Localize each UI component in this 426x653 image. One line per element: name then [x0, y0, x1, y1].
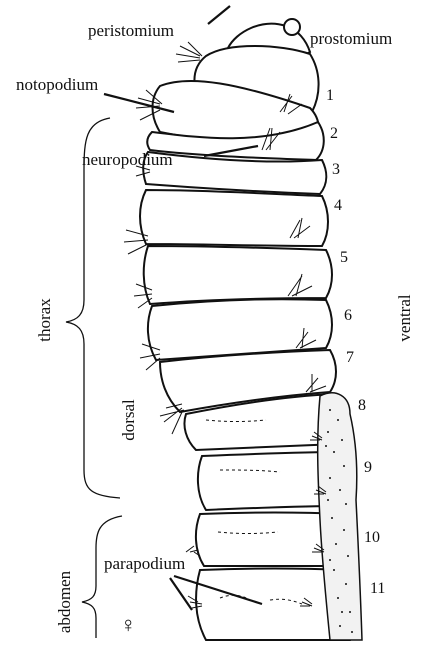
- peristomium-leader: [208, 6, 230, 24]
- abdomen-brace: [82, 516, 122, 638]
- thorax-brace: [66, 118, 120, 498]
- segment-number-11: 11: [370, 580, 385, 597]
- parapodium-label: parapodium: [104, 554, 185, 573]
- dorsal-label: dorsal: [119, 399, 138, 441]
- segment-number-10: 10: [364, 529, 380, 546]
- segment-number-3: 3: [332, 161, 340, 178]
- female-symbol: ♀: [120, 612, 137, 637]
- abdomen-label: abdomen: [55, 570, 74, 633]
- neuropodium-label: neuropodium: [82, 150, 173, 169]
- segment-number-4: 4: [334, 197, 342, 214]
- segment-number-2: 2: [330, 125, 338, 142]
- segment-5: [144, 246, 332, 304]
- segment-number-5: 5: [340, 249, 348, 266]
- prostomium-label: prostomium: [310, 29, 392, 48]
- peristomium-label: peristomium: [88, 21, 174, 40]
- segment-number-6: 6: [344, 307, 352, 324]
- prostomium-tip: [284, 19, 300, 35]
- segment-number-8: 8: [358, 397, 366, 414]
- ventral-label: ventral: [395, 294, 414, 341]
- thorax-label: thorax: [35, 298, 54, 342]
- notopodium-label: notopodium: [16, 75, 98, 94]
- segment-number-7: 7: [346, 349, 354, 366]
- segment-number-1: 1: [326, 87, 334, 104]
- parapodium-leader-1: [170, 578, 192, 610]
- segment-4: [140, 190, 328, 246]
- segment-number-9: 9: [364, 459, 372, 476]
